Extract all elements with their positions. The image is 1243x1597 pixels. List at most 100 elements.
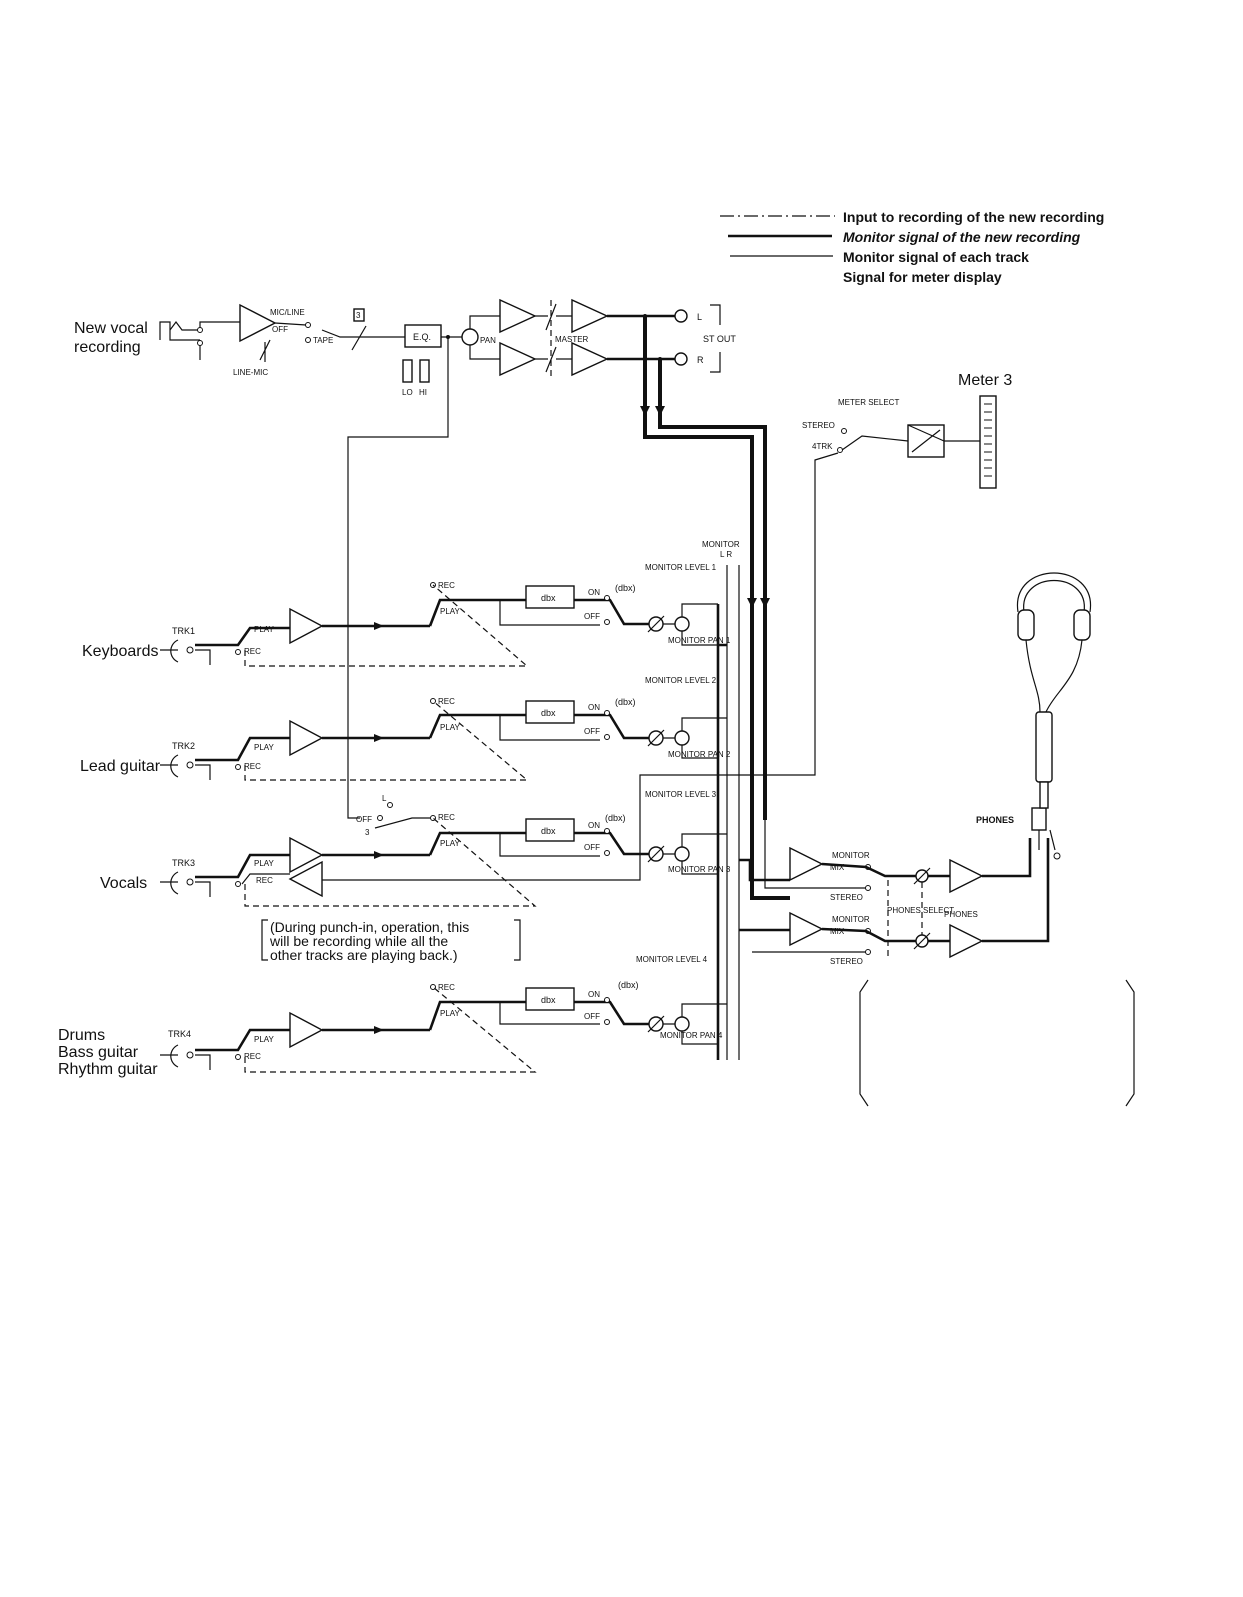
meter-feed-wire — [320, 452, 839, 881]
pan-knob-icon — [461, 328, 479, 346]
track-jack-icon — [160, 1044, 179, 1068]
pan-label: PAN — [480, 336, 496, 345]
meter-section: Meter 3 METER SELECT STEREO 4TRK — [320, 372, 1012, 881]
trim-control-icon — [351, 325, 367, 351]
source-label: recording — [74, 339, 141, 356]
track-rec-play-switch-icon — [428, 831, 526, 856]
phones-jack-icon — [1031, 807, 1047, 831]
track-play-label: PLAY — [254, 1035, 275, 1044]
track-2: Lead guitar TRK2 PLAY REC REC PLAY dbx O… — [80, 676, 731, 781]
track-rec-path — [244, 817, 537, 907]
right-master-amp-icon — [571, 341, 609, 377]
phones-monitor-label: MONITOR — [832, 851, 870, 860]
eq-hi-control — [419, 359, 430, 383]
track-rec-label: REC — [244, 1052, 261, 1061]
track-jack-icon — [160, 754, 179, 778]
phones-stereo-label: STEREO — [830, 957, 863, 966]
eq-hi-label: HI — [419, 388, 427, 397]
track-pan-knob-icon — [674, 846, 690, 862]
st-out-label: ST OUT — [703, 334, 736, 344]
monitor-bus-lr: L R — [720, 550, 732, 559]
punch-in-note: (During punch-in, operation, this will b… — [261, 919, 521, 963]
track-source-label: Rhythm guitar — [58, 1061, 158, 1078]
out-l-label: L — [697, 312, 702, 322]
trk3-assign-l-label: L — [382, 794, 387, 803]
track-amplifier-icon — [289, 836, 324, 874]
track-dbx-text: dbx — [541, 826, 556, 836]
out-r-label: R — [697, 355, 704, 365]
meter-display — [979, 395, 997, 489]
track-level-label: MONITOR LEVEL 1 — [645, 563, 717, 572]
track-jack-icon — [160, 871, 179, 895]
meter-select-label: METER SELECT — [838, 398, 899, 407]
rec-feed-wire — [347, 337, 449, 819]
track-on-label: ON — [588, 588, 600, 597]
eq-lo-control — [402, 359, 413, 383]
track-amplifier-icon — [289, 1011, 324, 1049]
track-dbx-text: dbx — [541, 708, 556, 718]
phones-mix-label: MIX — [830, 927, 845, 936]
phones-monitor-label: MONITOR — [832, 915, 870, 924]
phones-mix-amp-left-icon — [789, 846, 824, 882]
track-dbx-block — [525, 700, 575, 724]
track-rec-switch-label: REC — [438, 697, 455, 706]
line-mic-label: LINE-MIC — [233, 368, 268, 377]
track-play-label: PLAY — [254, 625, 275, 634]
left-amplifier-icon — [499, 298, 537, 334]
track-rec-label: REC — [256, 876, 273, 885]
track-off-label: OFF — [584, 843, 600, 852]
track-play-label: PLAY — [254, 859, 275, 868]
input-wire — [169, 321, 240, 331]
track-rec-switch-label: REC — [438, 813, 455, 822]
legend: Input to recording of the new recording … — [720, 209, 1104, 285]
trk3-assign-off-label: OFF — [356, 815, 372, 824]
out-right-jack-icon — [674, 352, 688, 366]
track-jack-icon — [160, 639, 179, 663]
eq-block — [404, 324, 442, 348]
tape-label: TAPE — [313, 336, 333, 345]
track-pan-label: MONITOR PAN 1 — [668, 636, 731, 645]
track-dbx-switch-label: (dbx) — [618, 980, 639, 990]
track-dbx-text: dbx — [541, 995, 556, 1005]
meter-select-switch-icon — [841, 435, 909, 451]
source-label: New vocal — [74, 320, 148, 337]
track-trk-label: TRK3 — [172, 858, 195, 868]
track-trk-label: TRK1 — [172, 626, 195, 636]
phones-select-label: PHONES SELECT — [887, 906, 954, 915]
phones-mix-label: MIX — [830, 863, 845, 872]
track-rec-path — [244, 584, 529, 667]
eq-lo-label: LO — [402, 388, 413, 397]
legend-input-label: Input to recording of the new recording — [843, 209, 1104, 225]
out-left-jack-icon — [674, 309, 688, 323]
track-source-label: Bass guitar — [58, 1044, 139, 1061]
track-level-label: MONITOR LEVEL 4 — [636, 955, 708, 964]
tape-switch-icon — [274, 322, 360, 338]
track-play-switch-label: PLAY — [440, 839, 461, 848]
track-pan-knob-icon — [674, 730, 690, 746]
phones-level-label: PHONES — [944, 910, 978, 919]
track-rec-path — [244, 986, 537, 1073]
track-on-label: ON — [588, 990, 600, 999]
phones-amp-right-icon — [949, 923, 984, 959]
master-fader-icon — [545, 303, 557, 373]
legend-monitor-new-label: Monitor signal of the new recording — [843, 229, 1081, 245]
mic-line-label: MIC/LINE — [270, 308, 305, 317]
track-trk-label: TRK2 — [172, 741, 195, 751]
right-amplifier-icon — [499, 341, 537, 377]
track-source-label: Vocals — [100, 875, 147, 892]
left-master-amp-icon — [571, 298, 609, 334]
input-section: New vocal recording MIC/LINE OFF LINE-MI… — [74, 298, 736, 819]
master-label: MASTER — [555, 335, 589, 344]
track-play-switch-label: PLAY — [440, 607, 461, 616]
track-on-label: ON — [588, 703, 600, 712]
track-source-label: Lead guitar — [80, 758, 161, 775]
track-rec-play-switch-icon — [428, 1000, 526, 1031]
track-dbx-block — [525, 585, 575, 609]
track-dbx-text: dbx — [541, 593, 556, 603]
track-dbx-switch-label: (dbx) — [605, 813, 626, 823]
eq-label: E.Q. — [413, 332, 431, 342]
track-play-switch-label: PLAY — [440, 1009, 461, 1018]
punch-note-line: other tracks are playing back.) — [270, 947, 458, 963]
trim-number: 3 — [356, 311, 361, 320]
